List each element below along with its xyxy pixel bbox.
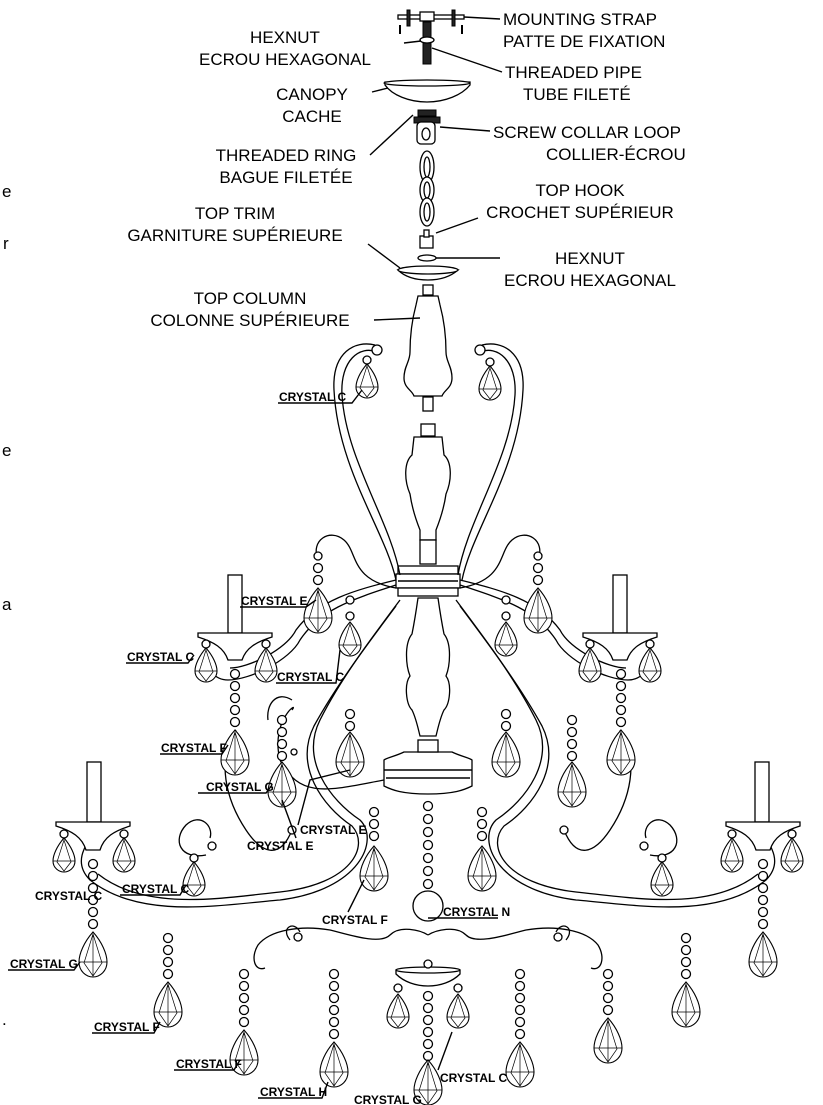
label-mounting-strap-en: MOUNTING STRAP	[503, 10, 657, 29]
screw-collar-loop-part	[416, 121, 436, 145]
margin-glyph: r	[3, 234, 9, 253]
crystal-label: CRYSTAL F	[94, 1020, 160, 1034]
top-hook-part	[419, 229, 434, 249]
label-hexnut-top-fr: ECROU HEXAGONAL	[199, 50, 371, 69]
crystal-strands	[52, 562, 804, 1105]
top-trim-part	[396, 265, 460, 281]
middle-column-part	[405, 597, 451, 737]
label-threaded-ring-en: THREADED RING	[216, 146, 357, 165]
crystal-label: CRYSTAL F	[161, 741, 227, 755]
crystal-labels: CRYSTAL C CRYSTAL E CRYSTAL C CRYSTAL C …	[10, 390, 510, 1105]
canopy-part	[383, 79, 471, 103]
crystal-label: CRYSTAL F	[322, 913, 388, 927]
label-screw-collar-fr: COLLIER-ÉCROU	[546, 145, 686, 164]
lower-hub-part	[383, 739, 473, 795]
label-top-hook-en: TOP HOOK	[535, 181, 625, 200]
crystal-label: CRYSTAL E	[241, 594, 307, 608]
label-top-column-fr: COLONNE SUPÉRIEURE	[150, 311, 349, 330]
mounting-strap-part	[397, 9, 465, 34]
crystal-label: CRYSTAL C	[35, 889, 102, 903]
lower-column-part	[405, 423, 451, 565]
top-column-part	[403, 284, 453, 412]
bottom-tray	[395, 959, 461, 987]
leader-lines	[8, 16, 503, 1099]
candle-cup-right-mid	[582, 574, 658, 661]
crystal-label: CRYSTAL E	[300, 823, 366, 837]
label-top-trim-fr: GARNITURE SUPÉRIEURE	[127, 226, 342, 245]
crystal-label: CRYSTAL N	[443, 905, 510, 919]
threaded-pipe-part	[419, 21, 435, 65]
hexnut-part	[417, 254, 437, 262]
part-labels: MOUNTING STRAP PATTE DE FIXATION HEXNUT …	[127, 10, 686, 330]
crystal-label: CRYSTAL C	[279, 390, 346, 404]
label-mounting-strap-fr: PATTE DE FIXATION	[503, 32, 665, 51]
margin-glyph: a	[2, 595, 12, 614]
crystal-label: CRYSTAL G	[354, 1093, 422, 1105]
label-threaded-ring-fr: BAGUE FILETÉE	[219, 168, 352, 187]
threaded-ring-part	[413, 109, 441, 124]
label-top-column-en: TOP COLUMN	[194, 289, 307, 308]
crystal-label: CRYSTAL C	[277, 670, 344, 684]
label-threaded-pipe-en: THREADED PIPE	[505, 63, 642, 82]
crystal-label: CRYSTAL E	[247, 839, 313, 853]
margin-glyph: .	[2, 1010, 7, 1029]
label-top-trim-en: TOP TRIM	[195, 204, 275, 223]
label-screw-collar-en: SCREW COLLAR LOOP	[493, 123, 681, 142]
crystal-label: CRYSTAL H	[260, 1085, 327, 1099]
margin-glyph: e	[2, 441, 11, 460]
crystal-label: CRYSTAL F	[176, 1057, 242, 1071]
margin-glyph: e	[2, 182, 11, 201]
label-top-hook-fr: CROCHET SUPÉRIEUR	[486, 203, 674, 222]
crystal-label: CRYSTAL G	[10, 957, 78, 971]
crystal-label: CRYSTAL C	[440, 1071, 507, 1085]
candle-cup-left-low	[55, 761, 131, 851]
chain-part	[419, 150, 435, 227]
upper-hub-part	[395, 565, 461, 597]
label-canopy-fr: CACHE	[282, 107, 342, 126]
margin-text: e r e a .	[2, 182, 12, 1029]
label-hexnut-mid-en: HEXNUT	[555, 249, 625, 268]
label-hexnut-mid-fr: ECROU HEXAGONAL	[504, 271, 676, 290]
label-threaded-pipe-fr: TUBE FILETÉ	[523, 85, 631, 104]
crystal-label: CRYSTAL C	[127, 650, 194, 664]
label-hexnut-top-en: HEXNUT	[250, 28, 320, 47]
candle-cup-right-low	[725, 761, 801, 851]
crystal-label: CRYSTAL G	[206, 780, 274, 794]
crystal-label: CRYSTAL C	[122, 882, 189, 896]
upper-arms	[333, 343, 524, 581]
center-pendant	[412, 800, 444, 922]
label-canopy-en: CANOPY	[276, 85, 348, 104]
